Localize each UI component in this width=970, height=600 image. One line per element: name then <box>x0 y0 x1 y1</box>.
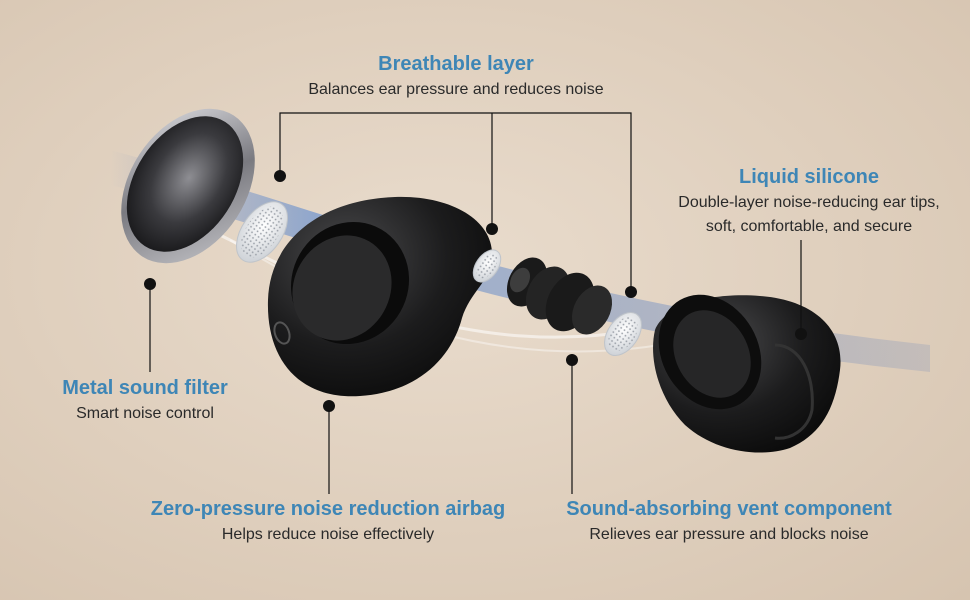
callout-breathable-layer: Breathable layer Balances ear pressure a… <box>270 52 642 102</box>
metal-filter-disc <box>121 108 255 264</box>
mesh-disc-small <box>472 249 502 283</box>
liquid-silicone-desc-line-2: soft, comfortable, and secure <box>705 218 913 235</box>
liquid-silicone-desc-line-1: Double-layer noise-reducing ear tips, <box>678 194 940 211</box>
callout-airbag: Zero-pressure noise reduction airbag Hel… <box>120 497 536 547</box>
breathable-layer-desc: Balances ear pressure and reduces noise <box>308 81 604 98</box>
vent-component <box>506 257 613 335</box>
callout-metal-sound-filter: Metal sound filter Smart noise control <box>40 376 250 426</box>
callout-liquid-silicone: Liquid silicone Double-layer noise-reduc… <box>650 165 968 239</box>
breathable-layer-title: Breathable layer <box>378 53 534 75</box>
callout-vent-component: Sound-absorbing vent component Relieves … <box>540 497 918 547</box>
dot-airbag <box>323 400 335 412</box>
airbag-desc: Helps reduce noise effectively <box>221 526 435 543</box>
liquid-silicone-desc: Double-layer noise-reducing ear tips, so… <box>650 191 968 239</box>
mesh-disc-right <box>604 312 642 356</box>
airbag-title: Zero-pressure noise reduction airbag <box>150 498 506 520</box>
dot-metal <box>144 278 156 290</box>
vent-component-desc: Relieves ear pressure and blocks noise <box>589 526 869 543</box>
liquid-silicone-title: Liquid silicone <box>738 166 879 188</box>
mesh-disc-left <box>236 201 288 263</box>
dot-vent <box>566 354 578 366</box>
dot-breathable-mid <box>486 223 498 235</box>
dot-breathable-left <box>274 170 286 182</box>
airbag-body <box>267 196 493 397</box>
leader-breathable <box>279 112 632 292</box>
leader-dots <box>144 170 807 412</box>
dot-liquid <box>795 328 807 340</box>
silicone-ear-tip <box>653 294 841 453</box>
vent-component-title: Sound-absorbing vent component <box>566 498 892 520</box>
metal-sound-filter-title: Metal sound filter <box>62 377 228 399</box>
dot-breathable-right <box>625 286 637 298</box>
metal-sound-filter-desc: Smart noise control <box>76 405 214 422</box>
leader-lines <box>149 112 802 494</box>
